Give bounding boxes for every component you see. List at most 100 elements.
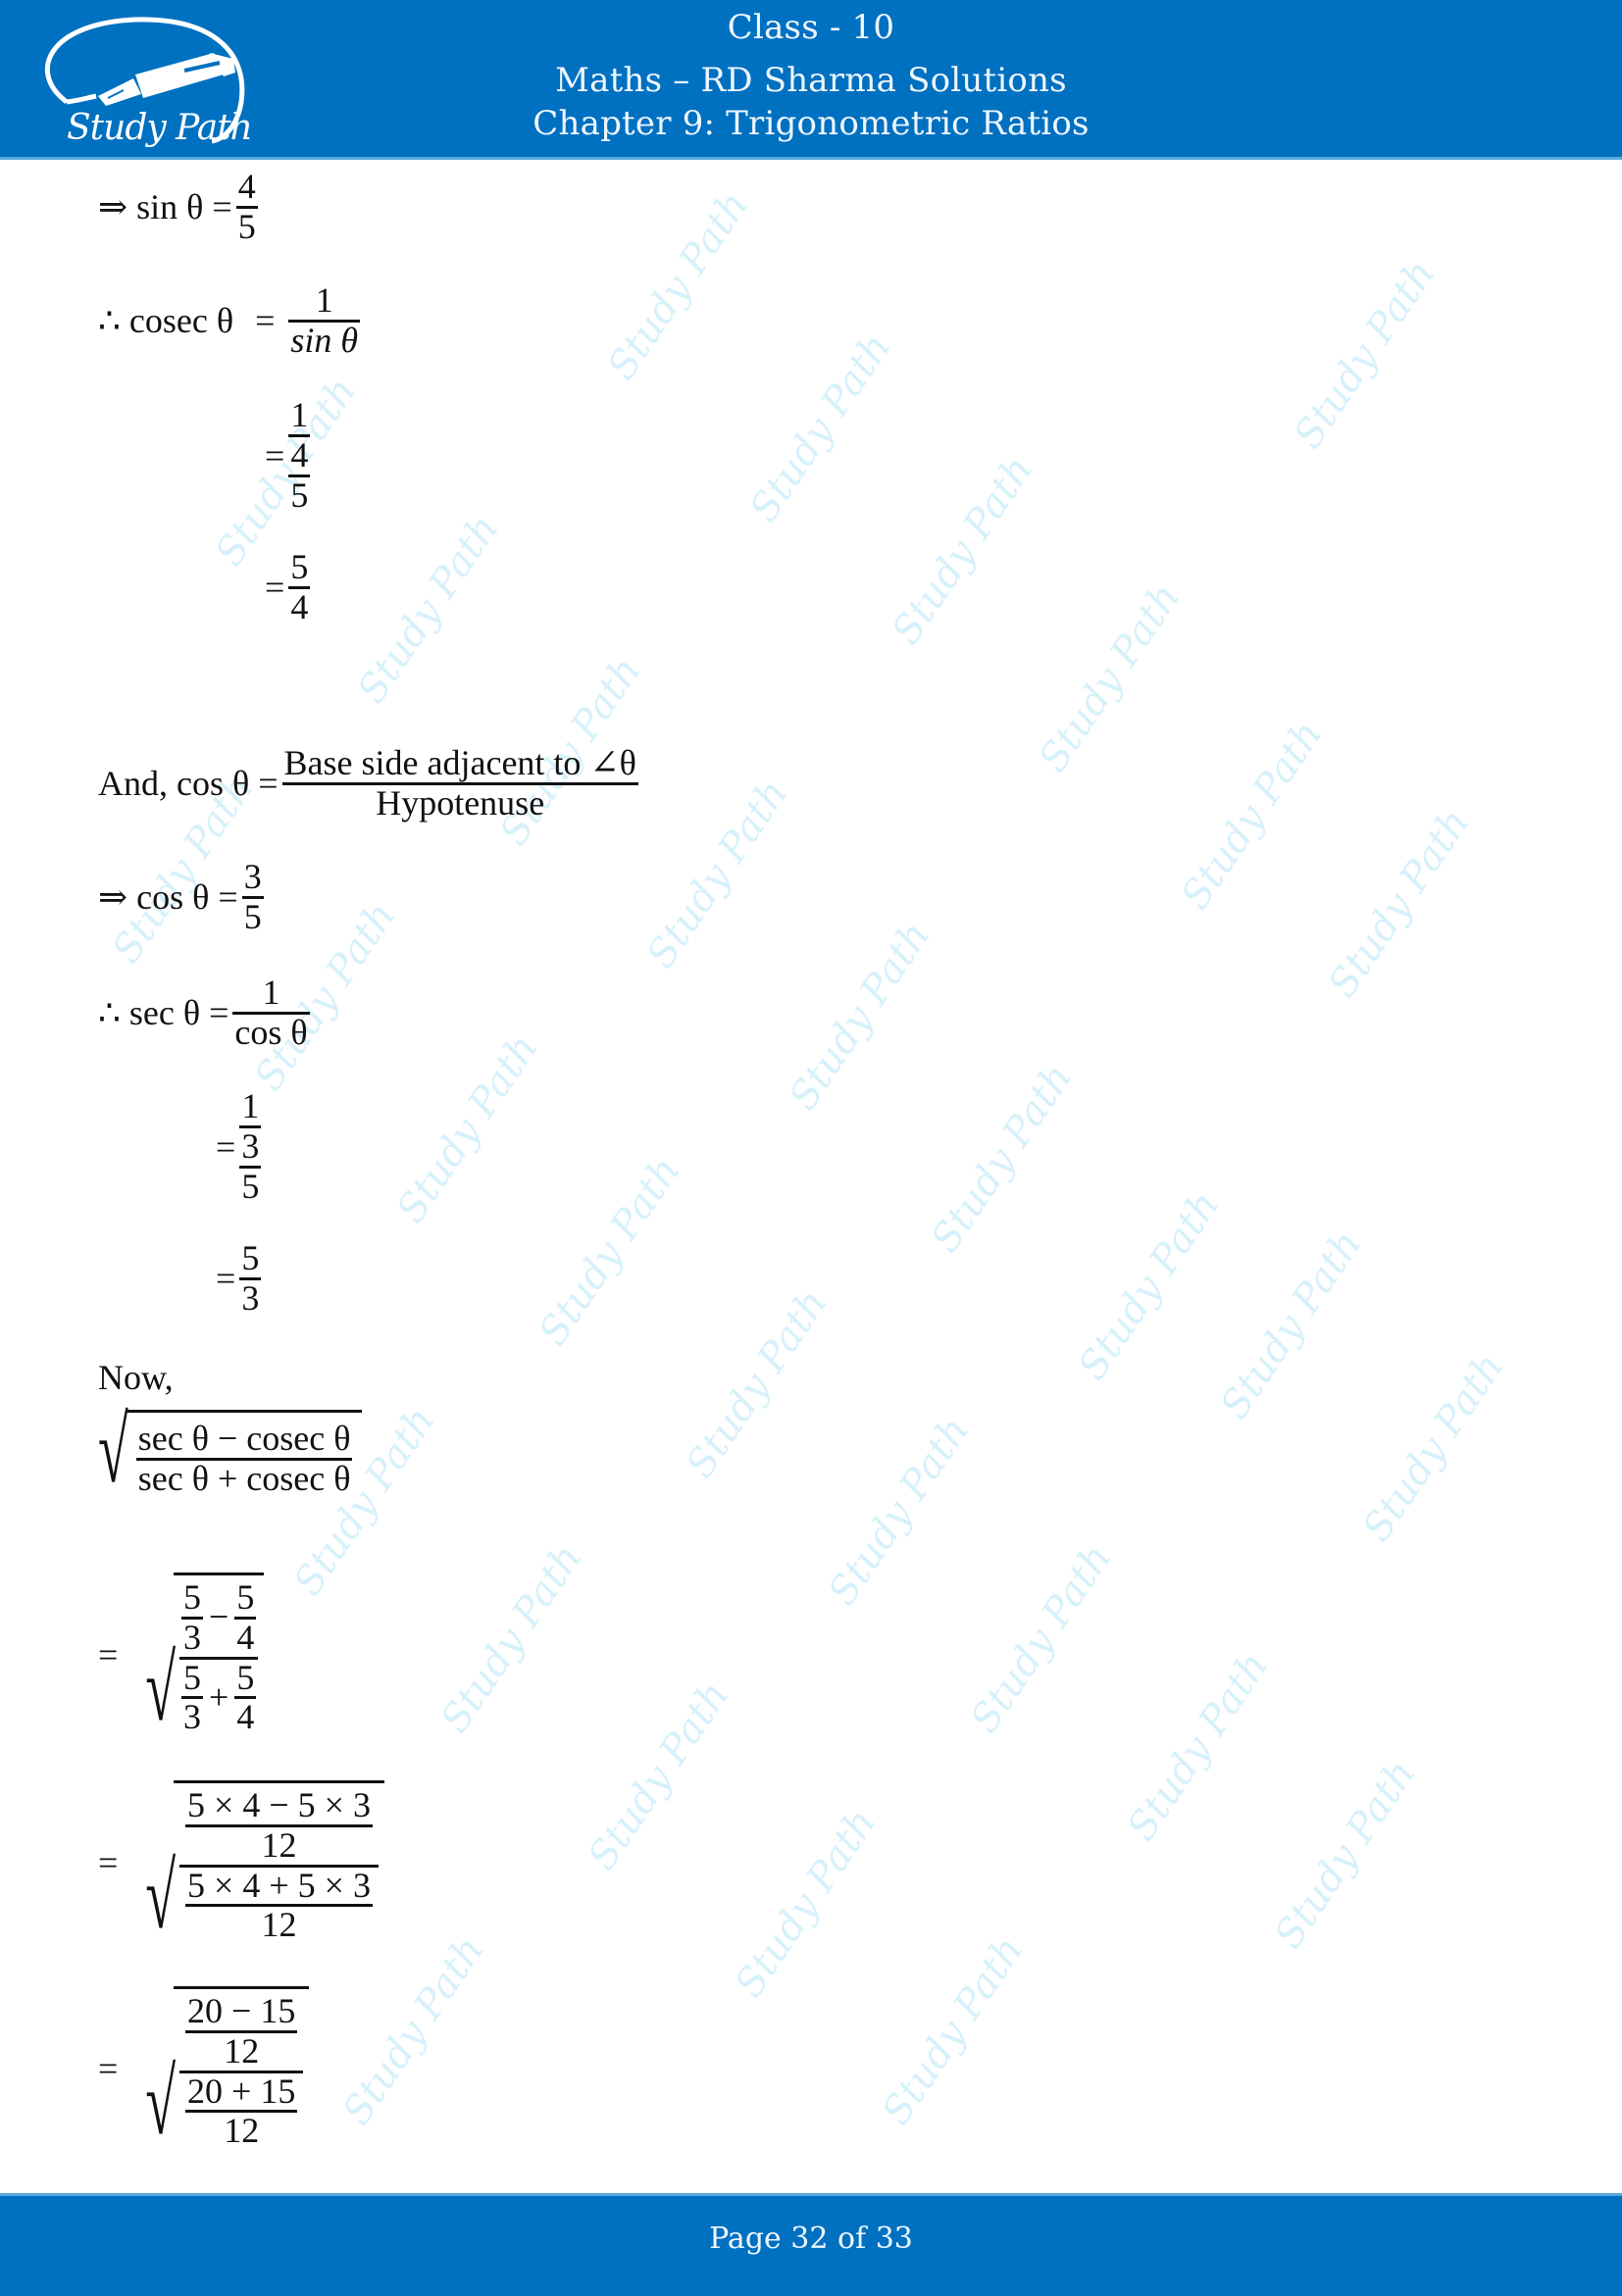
compound-fraction: 20 − 15 12 20 + 15 12 bbox=[179, 1991, 304, 2151]
class-title: Class - 10 bbox=[727, 8, 895, 47]
radical-sign-icon: √ bbox=[145, 1637, 177, 1742]
numerator: Base side adjacent to ∠θ bbox=[283, 743, 636, 782]
denominator: 20 + 15 12 bbox=[179, 2071, 303, 2151]
fraction-bar bbox=[232, 1011, 310, 1015]
fraction-bar bbox=[288, 474, 311, 477]
denominator: 4 bbox=[290, 586, 309, 626]
fraction-bar bbox=[235, 205, 258, 209]
equation-lcm: = √ 5 × 4 − 5 × 3 12 5 × 4 + 5 × bbox=[98, 1780, 384, 1944]
fraction: 4 5 bbox=[235, 168, 258, 246]
denominator: 5 bbox=[237, 206, 256, 246]
denominator: 5 3 + 5 4 bbox=[179, 1657, 258, 1737]
numerator: 5 × 4 + 5 × 3 bbox=[187, 1865, 371, 1905]
watermark: Study Path bbox=[1118, 1643, 1278, 1849]
fraction-bar bbox=[185, 1904, 373, 1908]
watermark: Study Path bbox=[1353, 1344, 1513, 1550]
numerator: 5 × 4 − 5 × 3 12 bbox=[179, 1785, 379, 1865]
expression-root: √ sec θ − cosec θ sec θ + cosec θ bbox=[98, 1404, 363, 1498]
operator: − bbox=[209, 1597, 229, 1637]
denominator: sin θ bbox=[290, 320, 359, 360]
chapter-title: Chapter 9: Trigonometric Ratios bbox=[532, 104, 1090, 143]
equation-step: = 1 3 5 bbox=[216, 1086, 265, 1206]
equation-lhs: And, cos θ = bbox=[98, 764, 279, 804]
fraction-bar bbox=[239, 1276, 262, 1280]
fraction: 5 4 bbox=[234, 1657, 257, 1737]
fraction-bar bbox=[234, 1696, 257, 1700]
equals-sign: = bbox=[265, 435, 285, 475]
denominator: 4 bbox=[236, 1697, 255, 1737]
equals-sign: = bbox=[98, 2048, 119, 2088]
watermark: Study Path bbox=[780, 913, 939, 1119]
numerator: 20 − 15 bbox=[187, 1991, 296, 2030]
numerator: 4 bbox=[290, 434, 309, 474]
inner-fraction: 4 5 bbox=[288, 434, 311, 515]
equation-cos-theta: ⇒ cos θ = 3 5 bbox=[98, 858, 268, 936]
square-root: √ 5 3 − 5 4 bbox=[145, 1572, 265, 1742]
fraction-bar bbox=[281, 781, 638, 785]
watermark: Study Path bbox=[961, 1535, 1121, 1741]
watermark: Study Path bbox=[387, 1025, 547, 1231]
watermark: Study Path bbox=[726, 1800, 886, 2006]
denominator: 12 bbox=[224, 2111, 260, 2151]
watermark: Study Path bbox=[637, 771, 797, 976]
watermark: Study Path bbox=[677, 1280, 836, 1486]
now-text: Now, bbox=[98, 1358, 174, 1397]
fraction: 1 sin θ bbox=[288, 281, 361, 360]
fraction-bar bbox=[241, 895, 264, 899]
numerator: 1 bbox=[241, 1086, 260, 1125]
denominator: 12 bbox=[261, 1905, 297, 1945]
fraction: 5 3 bbox=[181, 1659, 204, 1737]
numerator: 1 bbox=[290, 395, 309, 434]
fraction: 5 4 bbox=[288, 548, 311, 626]
operator: + bbox=[209, 1676, 229, 1717]
fraction-bar bbox=[234, 1616, 257, 1620]
numerator: 20 + 15 bbox=[187, 2071, 296, 2111]
watermark: Study Path bbox=[1172, 712, 1332, 918]
subject-title: Maths – RD Sharma Solutions bbox=[555, 61, 1067, 100]
fraction-bar bbox=[288, 319, 361, 323]
watermark: Study Path bbox=[348, 506, 508, 712]
fraction-bar bbox=[185, 1823, 373, 1827]
fraction-bar bbox=[181, 1616, 204, 1620]
radical-sign-icon: √ bbox=[98, 1399, 128, 1503]
equation-result-cosec: = 5 4 bbox=[265, 548, 314, 626]
numerator: 5 bbox=[236, 1657, 255, 1697]
numerator: 5 bbox=[241, 1238, 260, 1277]
equals-sign: = bbox=[98, 1842, 119, 1882]
equals-sign: = bbox=[255, 301, 276, 341]
equation-lhs: ⇒ sin θ = bbox=[98, 187, 232, 227]
compound-fraction: 5 3 − 5 4 5 bbox=[179, 1578, 259, 1737]
watermark: Study Path bbox=[333, 1927, 493, 2133]
watermark: Study Path bbox=[598, 182, 758, 388]
watermark: Study Path bbox=[1069, 1182, 1229, 1388]
pen-logo-icon bbox=[45, 17, 245, 144]
fraction-bar bbox=[179, 1864, 379, 1868]
fraction: 5 3 bbox=[239, 1238, 262, 1318]
fraction-bar bbox=[288, 433, 311, 437]
denominator: 5 bbox=[290, 474, 309, 515]
inner-fraction: 3 5 bbox=[239, 1127, 262, 1206]
compound-fraction: 1 3 5 bbox=[239, 1086, 262, 1206]
numerator: sec θ − cosec θ bbox=[137, 1419, 351, 1458]
numerator: 5 × 4 − 5 × 3 bbox=[187, 1785, 371, 1824]
watermark: Study Path bbox=[1211, 1222, 1371, 1427]
fraction-bar bbox=[288, 585, 311, 589]
denominator: 3 bbox=[183, 1697, 202, 1737]
denominator: sec θ + cosec θ bbox=[137, 1458, 351, 1498]
fraction-bar bbox=[185, 2029, 298, 2033]
equals-sign: = bbox=[265, 568, 285, 608]
fraction-bar bbox=[179, 2070, 304, 2073]
denominator: 5 × 4 + 5 × 3 12 bbox=[179, 1865, 379, 1945]
denominator: Hypotenuse bbox=[376, 782, 545, 823]
fraction: 20 − 15 12 bbox=[185, 1991, 298, 2071]
watermark: Study Path bbox=[579, 1672, 738, 1878]
fraction: 3 5 bbox=[241, 858, 264, 936]
fraction-bar bbox=[239, 1124, 262, 1128]
equation-cos-definition: And, cos θ = Base side adjacent to ∠θ Hy… bbox=[98, 743, 642, 823]
watermark: Study Path bbox=[740, 324, 900, 530]
numerator: 20 − 15 12 bbox=[179, 1991, 303, 2071]
fraction: 5 4 bbox=[234, 1578, 257, 1657]
logo-text: Study Path bbox=[67, 108, 253, 148]
watermark: Study Path bbox=[1030, 574, 1190, 780]
page-footer: Page 32 of 33 bbox=[0, 2193, 1622, 2296]
